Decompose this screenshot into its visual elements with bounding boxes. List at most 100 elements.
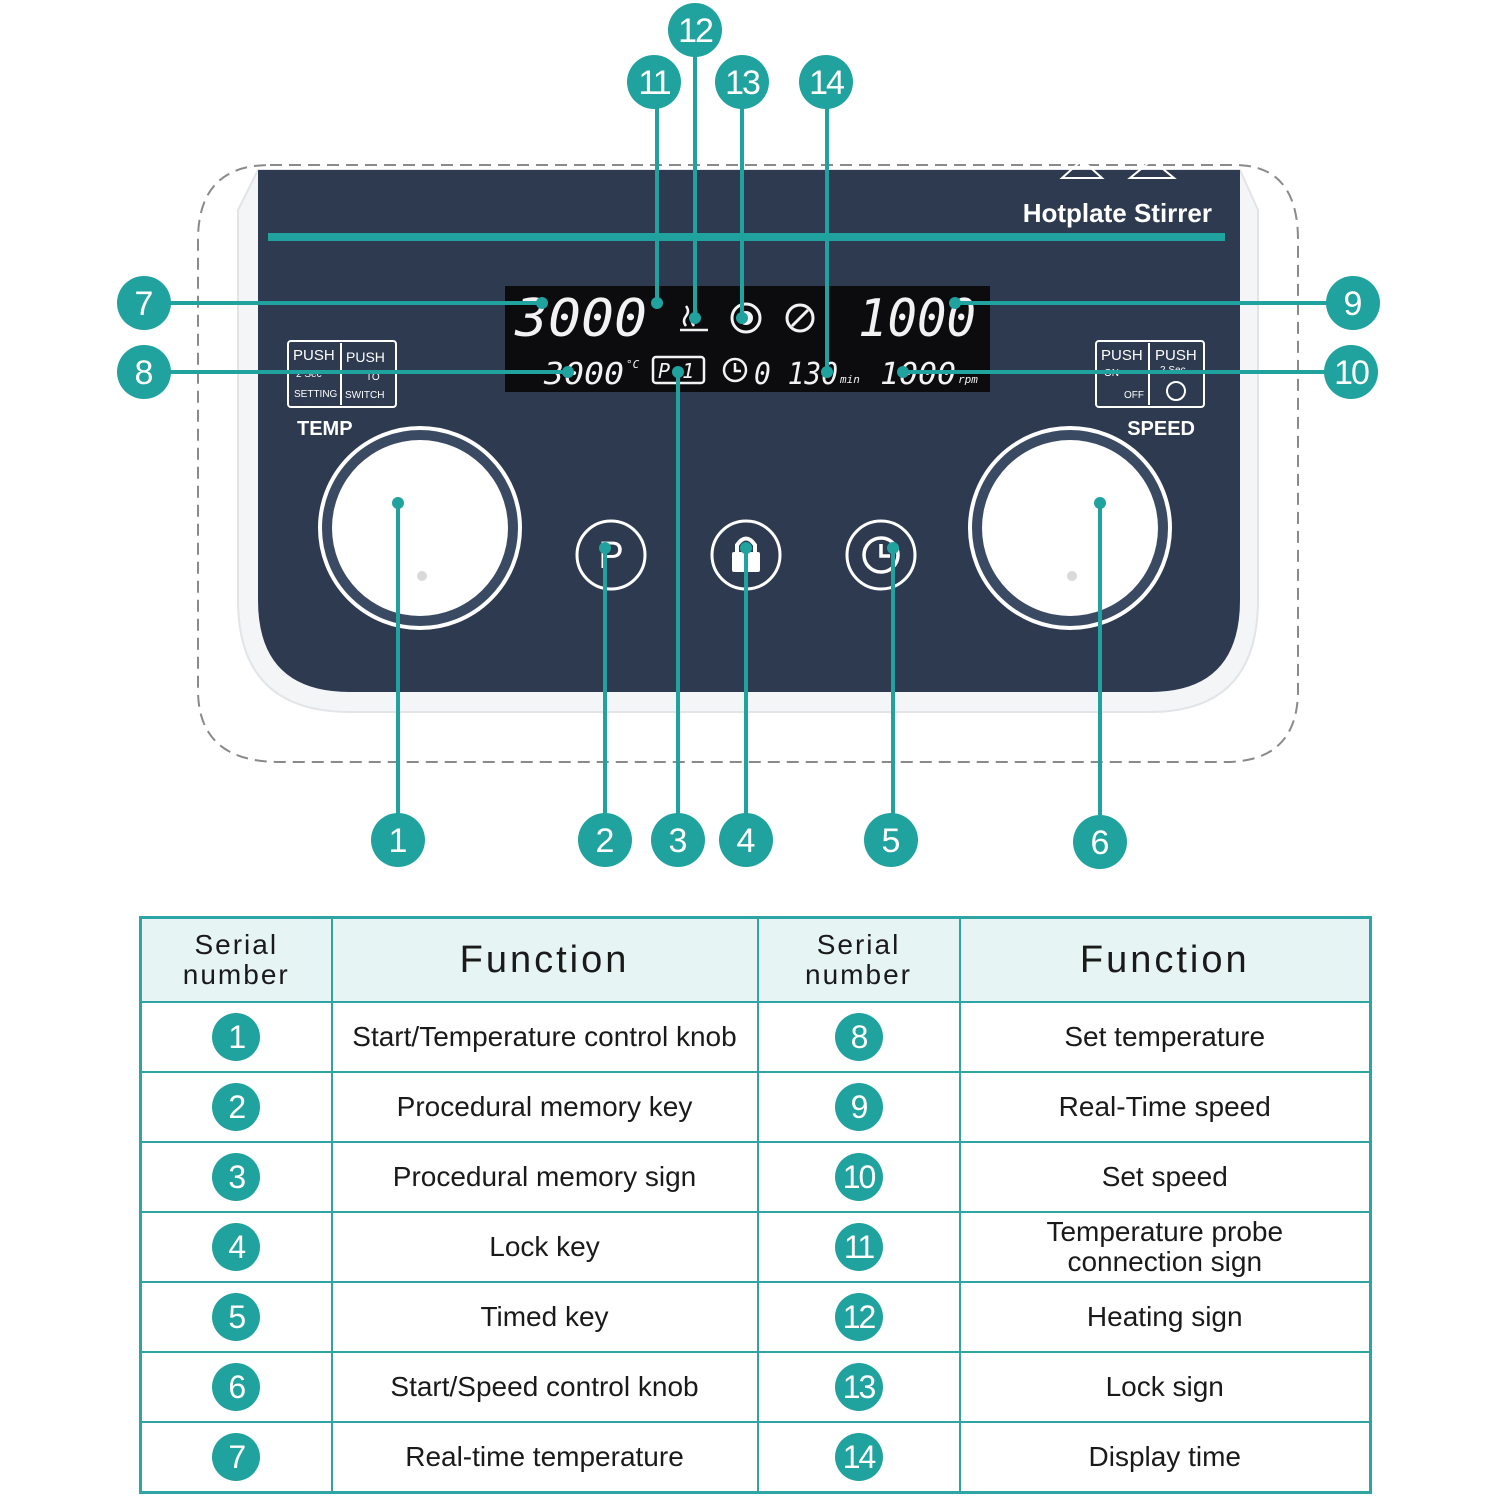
serial-badge: 10 [834, 1153, 883, 1201]
svg-text:PUSH: PUSH [1155, 347, 1197, 364]
callout-badge-12: 12 [668, 3, 722, 57]
time-unit: min [839, 373, 860, 386]
svg-text:SWITCH: SWITCH [345, 390, 384, 401]
svg-text:12: 12 [678, 12, 713, 50]
function-cell: Real-time temperature [330, 1421, 759, 1494]
warning-caution-icon [1127, 158, 1177, 179]
set-temp-readout: 3000 [543, 357, 624, 392]
speed-sign-icon [785, 303, 815, 333]
svg-text:PUSH: PUSH [1101, 347, 1143, 364]
serial-badge: 7 [212, 1433, 261, 1481]
function-cell: Start/Temperature control knob [330, 1001, 759, 1073]
serial-badge: 6 [212, 1363, 261, 1411]
table-row: 6 Start/Speed control knob 13 Lock sign [139, 1351, 1372, 1423]
svg-text:7: 7 [135, 285, 154, 323]
temperature-control-knob[interactable] [318, 426, 522, 630]
callout-badge-4: 4 [719, 813, 773, 867]
timed-key[interactable] [845, 519, 917, 591]
svg-text:4: 4 [737, 822, 756, 860]
function-header: Function [958, 916, 1372, 1003]
clock-icon [722, 357, 748, 383]
function-cell: Procedural memory sign [330, 1141, 759, 1213]
svg-text:TO: TO [366, 372, 380, 383]
callout-badge-8: 8 [117, 345, 171, 399]
function-cell: Display time [958, 1421, 1372, 1494]
serial-badge: 1 [212, 1013, 261, 1061]
svg-text:11: 11 [638, 64, 670, 102]
function-cell: Set speed [958, 1141, 1372, 1213]
svg-text:3: 3 [669, 822, 688, 860]
svg-text:8: 8 [135, 354, 154, 392]
serial-badge: 8 [834, 1013, 883, 1061]
table-row: 7 Real-time temperature 14 Display time [139, 1421, 1372, 1494]
callout-badge-2: 2 [578, 813, 632, 867]
callout-badge-14: 14 [799, 55, 853, 109]
timer-icon [862, 536, 900, 574]
callout-badge-3: 3 [651, 813, 705, 867]
teal-stripe [268, 233, 1225, 241]
function-cell: Real-Time speed [958, 1071, 1372, 1143]
table-row: 3 Procedural memory sign 10 Set speed [139, 1141, 1372, 1213]
svg-text:1: 1 [389, 822, 408, 860]
serial-badge: 3 [212, 1153, 261, 1201]
svg-text:PUSH: PUSH [293, 347, 335, 364]
function-cell: Set temperature [958, 1001, 1372, 1073]
procedural-memory-key[interactable]: P [575, 519, 647, 591]
callout-badge-6: 6 [1073, 815, 1127, 869]
leader-dots [392, 297, 1106, 554]
function-cell: Procedural memory key [330, 1071, 759, 1143]
svg-text:SETTING: SETTING [294, 389, 338, 400]
serial-badge: 4 [212, 1223, 261, 1271]
p-icon: P [598, 535, 623, 577]
svg-text:9: 9 [1344, 285, 1363, 323]
temp-push-right-top: PUSH [346, 349, 385, 365]
function-header: Function [330, 916, 759, 1003]
svg-text:2 Sec: 2 Sec [296, 369, 322, 380]
svg-text:OFF: OFF [1124, 390, 1144, 401]
serial-badge: 13 [834, 1363, 883, 1411]
table-row: 2 Procedural memory key 9 Real-Time spee… [139, 1071, 1372, 1143]
function-cell: Timed key [330, 1281, 759, 1353]
control-panel-diagram: Hotplate Stirrer 3000 ʹ 1000 3000 °C P 1… [117, 3, 1380, 869]
callout-badge-9: 9 [1326, 276, 1380, 330]
svg-text:5: 5 [882, 822, 901, 860]
callout-badge-13: 13 [715, 55, 769, 109]
speed-control-knob[interactable] [968, 426, 1172, 630]
svg-text:13: 13 [725, 64, 760, 102]
function-cell: Start/Speed control knob [330, 1351, 759, 1423]
callout-badge-1: 1 [371, 813, 425, 867]
serial-badge: 9 [834, 1083, 883, 1131]
callout-badge-11: 11 [627, 55, 681, 109]
serial-badge: 12 [834, 1293, 883, 1341]
temp-unit: °C [626, 358, 640, 371]
svg-text:2: 2 [596, 822, 615, 860]
function-cell: Heating sign [958, 1281, 1372, 1353]
real-temp-readout: 3000 [514, 289, 647, 349]
serial-badge: 2 [212, 1083, 261, 1131]
callout-badge-10: 10 [1324, 345, 1378, 399]
function-cell: Lock sign [958, 1351, 1372, 1423]
table-row: 1 Start/Temperature control knob 8 Set t… [139, 1001, 1372, 1073]
callout-badge-5: 5 [864, 813, 918, 867]
warning-hot-icon [1059, 158, 1105, 179]
speed-label: SPEED [1127, 418, 1195, 440]
table-row: 5 Timed key 12 Heating sign [139, 1281, 1372, 1353]
set-speed-readout: 1000 [880, 357, 956, 392]
svg-text:6: 6 [1091, 824, 1110, 862]
temp-label: TEMP [297, 418, 353, 440]
speed-unit: rpm [958, 373, 978, 386]
serial-badge: 14 [834, 1433, 883, 1481]
svg-text:10: 10 [1334, 354, 1369, 392]
leader-lines [170, 56, 1327, 815]
function-cell: Lock key [330, 1211, 759, 1283]
device-dashed-outline [197, 164, 1299, 763]
brand-label: Hotplate Stirrer [1023, 198, 1212, 228]
serial-badge: 5 [212, 1293, 261, 1341]
callout-badge-7: 7 [117, 276, 171, 330]
